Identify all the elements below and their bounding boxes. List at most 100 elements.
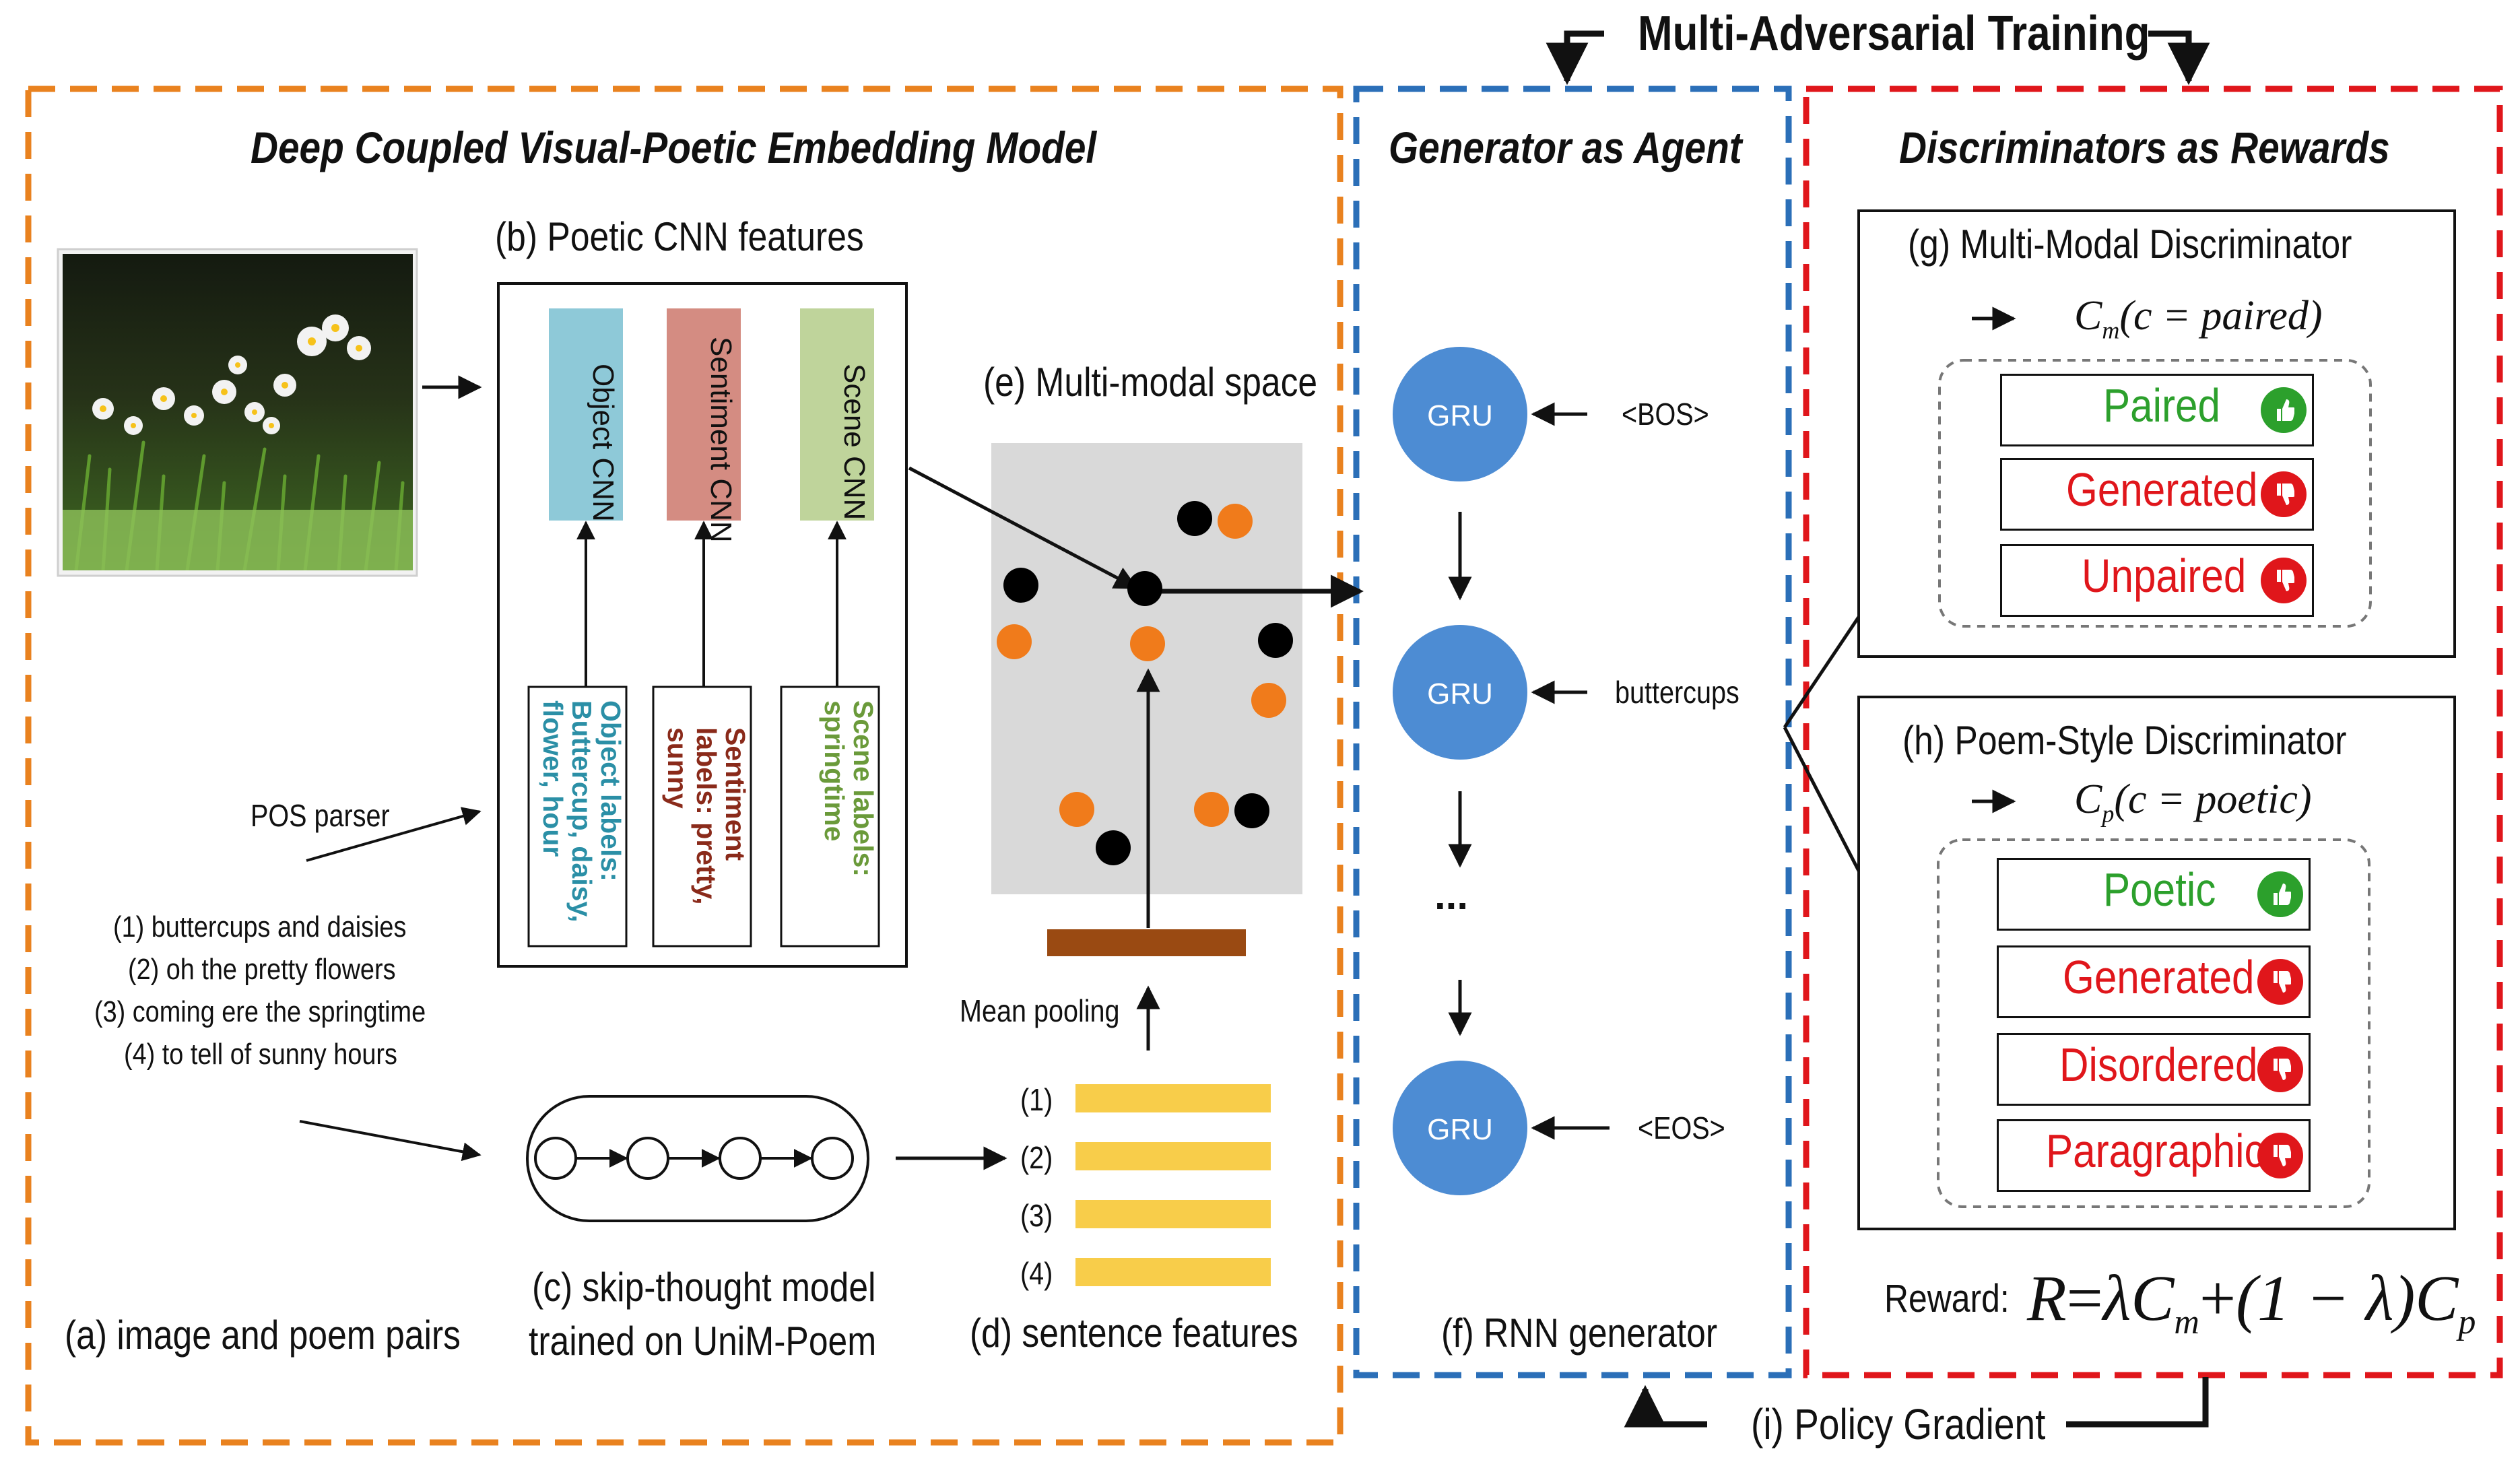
embedding-panel-title: Deep Coupled Visual-Poetic Embedding Mod… bbox=[251, 123, 1097, 172]
multi-adversarial-title: Multi-Adversarial Training bbox=[1638, 7, 2150, 61]
pos-parser-arrow bbox=[306, 807, 482, 862]
multi-adversarial-left-arrow bbox=[1546, 30, 1604, 86]
sentence-num-1: (1) bbox=[1020, 1082, 1053, 1117]
badge-disordered-label: Disordered bbox=[2059, 1038, 2258, 1091]
gru-label: GRU bbox=[1427, 399, 1493, 432]
badge-paired-label: Paired bbox=[2103, 379, 2221, 432]
space-dot bbox=[1258, 623, 1293, 658]
object-labels-box bbox=[527, 686, 628, 947]
reward-label: Reward: bbox=[1884, 1277, 2010, 1321]
badge-poetic-label: Poetic bbox=[2103, 863, 2216, 916]
space-dot bbox=[1059, 792, 1094, 827]
gru-input-bos: <BOS> bbox=[1622, 397, 1709, 432]
thumbs-down-icon bbox=[2257, 1133, 2303, 1178]
badge-generated-g-label: Generated bbox=[2066, 463, 2258, 516]
sentence-bar-4 bbox=[1075, 1258, 1271, 1286]
sentiment-cnn-block bbox=[667, 308, 741, 521]
space-dot bbox=[1251, 683, 1286, 718]
badge-poetic: Poetic bbox=[1997, 858, 2311, 931]
badge-generated-h-label: Generated bbox=[2063, 951, 2255, 1003]
cnn-features-title: (b) Poetic CNN features bbox=[495, 214, 864, 259]
poem-line-1: (1) buttercups and daisies bbox=[113, 910, 407, 943]
badge-unpaired: Unpaired bbox=[2000, 544, 2314, 617]
badge-unpaired-label: Unpaired bbox=[2082, 549, 2247, 602]
gru-node-2: GRU bbox=[1393, 625, 1527, 760]
object-cnn-label: Object CNN bbox=[587, 364, 620, 522]
poem-style-disc-dashed bbox=[1937, 838, 2370, 1208]
mean-pooling-bar bbox=[1047, 929, 1246, 956]
poem-line-4: (4) to tell of sunny hours bbox=[124, 1038, 397, 1071]
caption-d: (d) sentence features bbox=[970, 1310, 1298, 1356]
space-dot bbox=[1234, 793, 1269, 828]
caption-f: (f) RNN generator bbox=[1441, 1310, 1718, 1356]
space-dot bbox=[997, 624, 1032, 659]
space-dot bbox=[1003, 568, 1038, 603]
poem-line-2: (2) oh the pretty flowers bbox=[128, 953, 396, 986]
thumbs-up-icon bbox=[2257, 871, 2303, 917]
space-dot bbox=[1218, 504, 1253, 539]
cnn-to-space-arrow bbox=[908, 466, 1139, 590]
thumbs-down-icon bbox=[2257, 1046, 2303, 1092]
badge-paired: Paired bbox=[2000, 374, 2314, 446]
sentiment-labels-box bbox=[652, 686, 752, 947]
badge-paragraphic-label: Paragraphic bbox=[2046, 1125, 2265, 1177]
sentence-num-2: (2) bbox=[1020, 1140, 1053, 1175]
sentence-bar-1 bbox=[1075, 1084, 1271, 1112]
discriminator-panel-frame bbox=[1803, 86, 2503, 1378]
pos-parser-label: POS parser bbox=[251, 798, 390, 833]
generator-panel-title: Generator as Agent bbox=[1389, 123, 1742, 172]
gru-input-eos: <EOS> bbox=[1638, 1110, 1725, 1145]
meadow-image bbox=[63, 254, 413, 570]
multi-adversarial-right-arrow bbox=[2148, 30, 2210, 86]
space-dot bbox=[1194, 792, 1229, 827]
thumbs-up-icon bbox=[2261, 387, 2307, 433]
sentence-num-4: (4) bbox=[1020, 1256, 1053, 1291]
thumbs-down-icon bbox=[2261, 471, 2307, 517]
generator-ellipsis: ... bbox=[1434, 873, 1469, 918]
policy-gradient-left-arrow bbox=[1624, 1385, 1707, 1428]
scene-cnn-label: Scene CNN bbox=[838, 364, 871, 521]
poem-to-skipthought-arrow bbox=[299, 1120, 482, 1162]
sentence-bar-2 bbox=[1075, 1142, 1271, 1170]
poem-line-3: (3) coming ere the springtime bbox=[94, 995, 426, 1028]
caption-a: (a) image and poem pairs bbox=[65, 1312, 461, 1358]
poem-style-disc-title: (h) Poem-Style Discriminator bbox=[1902, 718, 2347, 763]
space-dot bbox=[1096, 830, 1131, 865]
gru-label: GRU bbox=[1427, 677, 1493, 710]
multimodal-disc-title: (g) Multi-Modal Discriminator bbox=[1908, 222, 2352, 267]
scene-labels-text: Scene labels: springtime bbox=[818, 700, 879, 877]
caption-c-line1: (c) skip-thought model bbox=[532, 1265, 876, 1310]
reward-formula: R=λCm+(1 − λ)Cp bbox=[2027, 1262, 2476, 1342]
space-dot bbox=[1177, 501, 1212, 536]
thumbs-down-icon bbox=[2257, 959, 2303, 1005]
badge-paragraphic: Paragraphic bbox=[1997, 1119, 2311, 1192]
badge-disordered: Disordered bbox=[1997, 1033, 2311, 1106]
space-dot bbox=[1130, 626, 1165, 661]
space-dot bbox=[1127, 571, 1162, 606]
object-cnn-block bbox=[549, 308, 623, 521]
sentiment-labels-text: Sentiment labels: pretty, sunny bbox=[661, 727, 751, 905]
object-labels-text: Object labels: Buttercup, daisy, flower,… bbox=[537, 700, 626, 923]
mean-pooling-label: Mean pooling bbox=[960, 993, 1120, 1028]
sentence-num-3: (3) bbox=[1020, 1198, 1053, 1233]
discriminator-panel-title: Discriminators as Rewards bbox=[1899, 123, 2390, 172]
multimodal-disc-formula: Cm(c = paired) bbox=[2074, 293, 2323, 344]
sentence-bar-3 bbox=[1075, 1200, 1271, 1228]
badge-generated-g: Generated bbox=[2000, 458, 2314, 531]
badge-generated-h: Generated bbox=[1997, 945, 2311, 1018]
poem-style-disc-formula: Cp(c = poetic) bbox=[2074, 776, 2312, 828]
gru-input-buttercups: buttercups bbox=[1615, 675, 1739, 710]
policy-gradient-label: (i) Policy Gradient bbox=[1751, 1400, 2046, 1448]
gru-label: GRU bbox=[1427, 1113, 1493, 1146]
scene-cnn-block bbox=[800, 308, 874, 521]
thumbs-down-icon bbox=[2261, 558, 2307, 603]
multimodal-disc-dashed bbox=[1938, 359, 2372, 628]
gru-node-3: GRU bbox=[1393, 1061, 1527, 1195]
sentiment-cnn-label: Sentiment CNN bbox=[704, 337, 737, 543]
embedding-panel-frame bbox=[25, 86, 1344, 1446]
gru-node-1: GRU bbox=[1393, 347, 1527, 481]
multimodal-space-title: (e) Multi-modal space bbox=[983, 360, 1318, 405]
generator-panel-frame bbox=[1353, 86, 1792, 1378]
policy-gradient-right-line bbox=[2066, 1377, 2209, 1428]
scene-labels-box bbox=[780, 686, 880, 947]
